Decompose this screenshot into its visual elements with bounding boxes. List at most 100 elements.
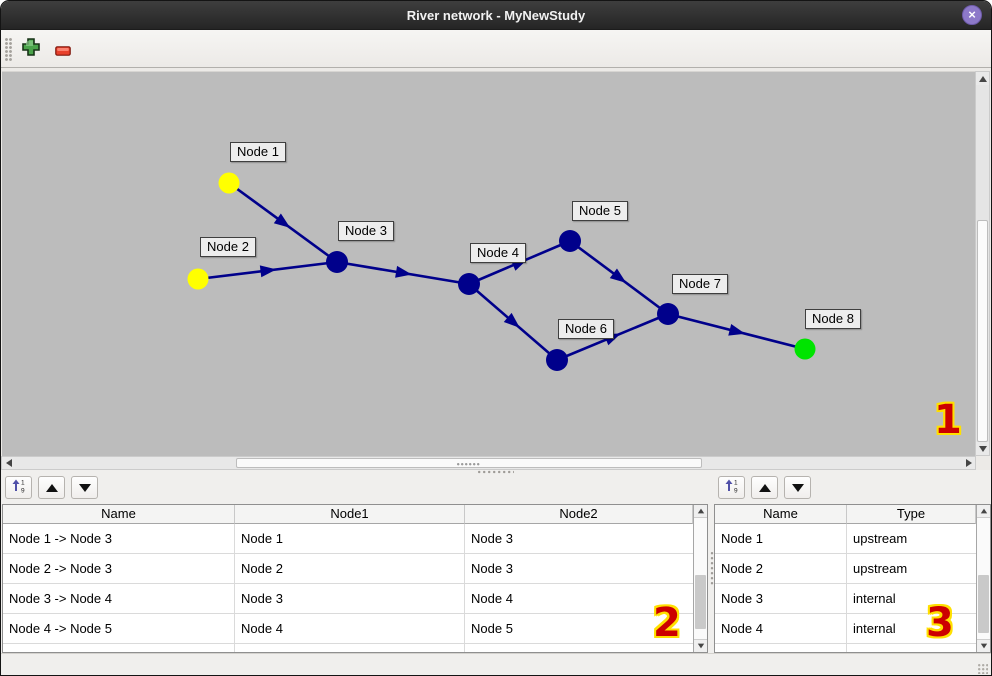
node-label[interactable]: Node 3 (338, 221, 394, 241)
cell[interactable] (3, 644, 235, 652)
canvas-horizontal-scrollbar[interactable] (1, 456, 976, 470)
vertical-scroll-thumb[interactable] (977, 220, 988, 442)
cell[interactable] (465, 644, 693, 652)
sort-button[interactable]: 1 9 (718, 476, 745, 499)
cell[interactable]: Node 4 (465, 584, 693, 614)
cell[interactable]: Node 3 (465, 554, 693, 584)
cell[interactable] (715, 644, 847, 652)
column-header-node1[interactable]: Node1 (235, 505, 465, 524)
move-up-button[interactable] (38, 476, 65, 499)
remove-node-button[interactable] (55, 43, 71, 61)
main-toolbar (1, 30, 991, 68)
node-label[interactable]: Node 8 (805, 309, 861, 329)
cell[interactable]: Node 3 (715, 584, 847, 614)
close-button[interactable]: × (962, 5, 982, 25)
cell[interactable]: Node 3 -> Node 4 (3, 584, 235, 614)
column-header-node2[interactable]: Node2 (465, 505, 693, 524)
vertical-splitter[interactable] (710, 474, 714, 653)
down-arrow-icon (78, 483, 91, 492)
flow-direction-arrow-icon (728, 323, 746, 336)
cell[interactable] (847, 644, 976, 652)
flow-direction-arrow-icon (259, 265, 277, 278)
window-resize-grip[interactable] (978, 664, 988, 674)
cell[interactable]: Node 1 -> Node 3 (3, 524, 235, 554)
scroll-down-button[interactable] (976, 442, 989, 455)
node-label[interactable]: Node 2 (200, 237, 256, 257)
triangle-down-icon (980, 643, 987, 649)
node-label[interactable]: Node 4 (470, 243, 526, 263)
node-label[interactable]: Node 1 (230, 142, 286, 162)
column-header-name[interactable]: Name (715, 505, 847, 524)
cell[interactable] (235, 644, 465, 652)
titlebar[interactable]: River network - MyNewStudy × (1, 1, 991, 30)
scroll-up-button[interactable] (976, 72, 989, 85)
move-up-button[interactable] (751, 476, 778, 499)
links-table-scrollbar[interactable] (693, 505, 707, 652)
cell[interactable]: Node 4 -> Node 5 (3, 614, 235, 644)
triangle-up-icon (980, 508, 987, 514)
scroll-right-button[interactable] (962, 457, 975, 469)
scroll-down-button[interactable] (694, 639, 707, 652)
cell[interactable]: Node 2 (715, 554, 847, 584)
cell[interactable]: Node 4 (715, 614, 847, 644)
cell[interactable]: internal (847, 584, 976, 614)
river-node-internal[interactable] (326, 251, 348, 273)
scroll-up-button[interactable] (977, 505, 990, 518)
scroll-grip-dots (457, 463, 481, 468)
flow-direction-arrow-icon (395, 265, 412, 278)
river-node-internal[interactable] (657, 303, 679, 325)
move-down-button[interactable] (784, 476, 811, 499)
cell[interactable]: Node 4 (235, 614, 465, 644)
column-header-name[interactable]: Name (3, 505, 235, 524)
scroll-up-button[interactable] (694, 505, 707, 518)
river-node-internal[interactable] (458, 273, 480, 295)
up-arrow-icon (45, 483, 58, 492)
scroll-thumb[interactable] (695, 575, 706, 629)
cell[interactable]: Node 1 (715, 524, 847, 554)
nodes-table-scrollbar[interactable] (976, 505, 990, 652)
cell[interactable]: Node 5 (465, 614, 693, 644)
cell[interactable]: Node 2 (235, 554, 465, 584)
river-node-downstream[interactable] (794, 338, 816, 360)
cell[interactable]: upstream (847, 554, 976, 584)
river-node-upstream[interactable] (187, 268, 209, 290)
river-node-upstream[interactable] (218, 172, 240, 194)
add-icon (22, 38, 40, 60)
horizontal-scroll-thumb[interactable] (236, 458, 702, 468)
splitter-grip-dots (478, 470, 514, 474)
svg-text:1: 1 (21, 479, 25, 486)
river-node-internal[interactable] (559, 230, 581, 252)
triangle-left-icon (5, 459, 12, 467)
sort-button[interactable]: 1 9 (5, 476, 32, 499)
triangle-down-icon (978, 445, 987, 452)
cell[interactable]: Node 3 (235, 584, 465, 614)
node-label[interactable]: Node 6 (558, 319, 614, 339)
scroll-left-button[interactable] (2, 457, 15, 469)
triangle-up-icon (697, 508, 704, 514)
network-canvas-area: Node 1 Node 2 Node 3 Node 4 Node 5 Node 6 Node… (1, 68, 991, 470)
cell[interactable]: internal (847, 614, 976, 644)
down-arrow-icon (791, 483, 804, 492)
network-canvas[interactable]: Node 1 Node 2 Node 3 Node 4 Node 5 Node 6 Node… (2, 71, 975, 456)
river-node-internal[interactable] (546, 349, 568, 371)
cell[interactable]: Node 2 -> Node 3 (3, 554, 235, 584)
canvas-vertical-scrollbar[interactable] (975, 71, 990, 456)
scroll-down-button[interactable] (977, 639, 990, 652)
column-header-type[interactable]: Type (847, 505, 976, 524)
node-label[interactable]: Node 7 (672, 274, 728, 294)
cell[interactable]: upstream (847, 524, 976, 554)
toolbar-drag-handle[interactable] (5, 38, 13, 61)
horizontal-splitter[interactable] (1, 470, 991, 474)
node-label[interactable]: Node 5 (572, 201, 628, 221)
triangle-up-icon (978, 75, 987, 82)
links-toolbar: 1 9 (5, 476, 98, 499)
scroll-thumb[interactable] (978, 575, 989, 633)
move-down-button[interactable] (71, 476, 98, 499)
cell[interactable]: Node 3 (465, 524, 693, 554)
cell[interactable]: Node 1 (235, 524, 465, 554)
add-node-button[interactable] (22, 38, 40, 61)
